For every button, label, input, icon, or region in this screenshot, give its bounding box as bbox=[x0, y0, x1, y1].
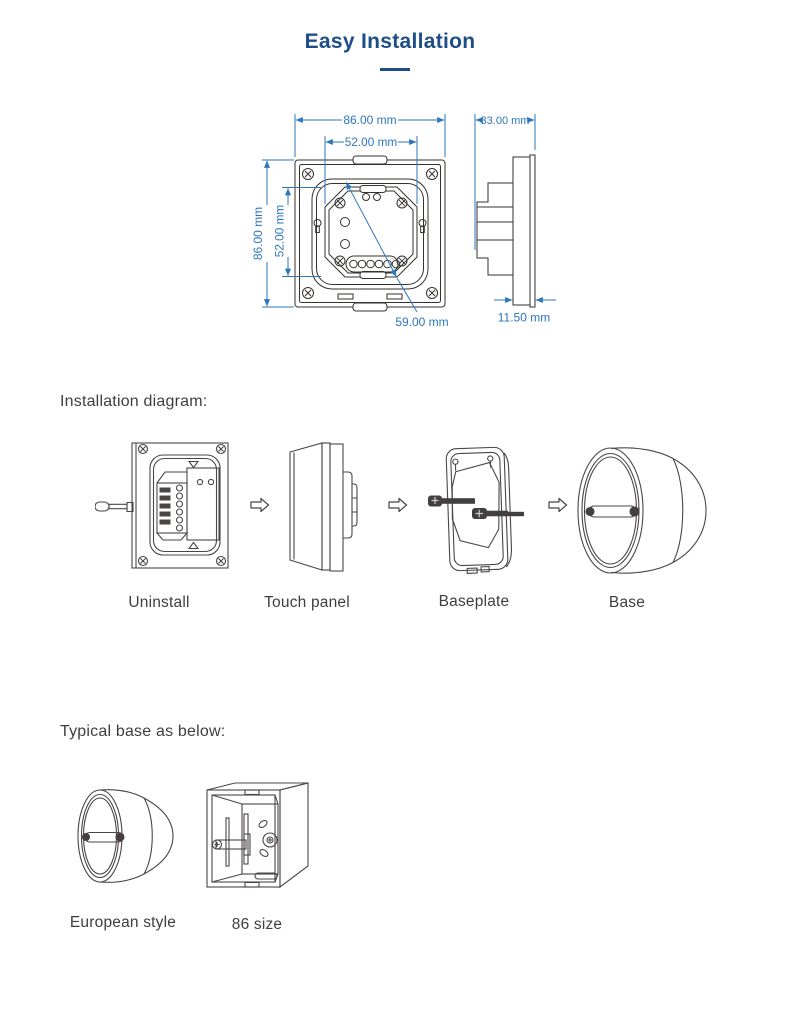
corner-screw-icon bbox=[302, 168, 314, 180]
step-label-baseplate: Baseplate bbox=[438, 593, 510, 610]
knockout-hole bbox=[262, 832, 278, 848]
step-arrow-icon bbox=[388, 497, 408, 513]
base-label-86-size: 86 size bbox=[231, 916, 283, 933]
installation-heading: Installation diagram: bbox=[60, 393, 208, 410]
mounting-bar bbox=[81, 831, 125, 843]
dim-front-width-inner: 52.00 mm bbox=[345, 135, 398, 149]
title-underline bbox=[380, 68, 410, 71]
terminal-block bbox=[345, 255, 401, 273]
base-label-european: European style bbox=[69, 914, 177, 931]
keyhole-slot bbox=[313, 219, 427, 233]
step-figure-base bbox=[577, 447, 707, 574]
corner-screw-icon bbox=[215, 443, 227, 455]
terminal-slots bbox=[159, 487, 171, 525]
step-label-base: Base bbox=[608, 594, 646, 611]
dim-front-diagonal: 59.00 mm bbox=[395, 315, 448, 329]
panel-side-profile bbox=[476, 154, 536, 308]
screwdriver-icon bbox=[95, 501, 134, 513]
step-figure-uninstall bbox=[95, 442, 229, 569]
dim-front-height-inner: 52.00 mm bbox=[273, 205, 287, 258]
mounting-clip-icon bbox=[452, 455, 494, 471]
mounting-screw-icon bbox=[428, 495, 475, 507]
step-arrow-icon bbox=[250, 497, 270, 513]
mounting-screw-icon bbox=[472, 508, 524, 519]
step-label-touch-panel: Touch panel bbox=[264, 594, 350, 611]
step-label-uninstall: Uninstall bbox=[128, 594, 190, 611]
front-view-drawing: 86.00 mm 52.00 mm 86.00 mm 52.00 mm 59.0… bbox=[251, 113, 449, 329]
module-screw-icon bbox=[334, 255, 346, 267]
corner-screw-icon bbox=[215, 555, 227, 567]
panel-back-outline bbox=[294, 155, 446, 312]
mounting-bar bbox=[211, 833, 251, 856]
corner-screw-icon bbox=[137, 443, 149, 455]
figure-86-size-box bbox=[206, 782, 309, 889]
typical-base-heading: Typical base as below: bbox=[60, 723, 226, 740]
corner-screw-icon bbox=[302, 287, 314, 299]
dim-front-height-outer: 86.00 mm bbox=[251, 207, 265, 260]
figure-european-base bbox=[77, 789, 174, 883]
page-title: Easy Installation bbox=[304, 30, 476, 53]
mounting-bar bbox=[585, 505, 640, 518]
step-figure-baseplate bbox=[428, 446, 524, 574]
corner-screw-icon bbox=[137, 555, 149, 567]
module-screw-icon bbox=[396, 197, 408, 209]
step-figure-touch-panel bbox=[289, 442, 358, 572]
dim-side-depth: 33.00 mm bbox=[481, 115, 530, 127]
step-arrow-icon bbox=[548, 497, 568, 513]
corner-screw-icon bbox=[426, 287, 438, 299]
side-view-drawing: 33.00 mm 11.50 mm bbox=[474, 114, 556, 325]
dim-side-thickness: 11.50 mm bbox=[498, 311, 550, 325]
dimension-lines bbox=[262, 114, 446, 313]
module-screw-icon bbox=[334, 197, 346, 209]
corner-screw-icon bbox=[426, 168, 438, 180]
dimension-lines bbox=[474, 114, 556, 304]
dim-front-width-outer: 86.00 mm bbox=[343, 113, 396, 127]
